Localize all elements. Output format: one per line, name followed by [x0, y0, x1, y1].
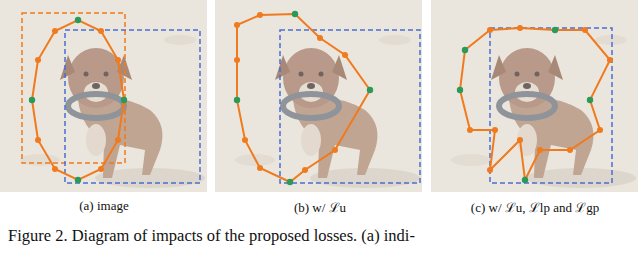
contour	[237, 14, 370, 182]
figure-caption: Figure 2. Diagram of impacts of the prop…	[8, 226, 415, 246]
green-points	[29, 17, 127, 183]
contour	[32, 20, 124, 180]
orange-points	[234, 12, 348, 173]
subfigure-label: (b) w/ ℒu	[294, 198, 346, 216]
orange-points	[35, 28, 121, 172]
green-points	[234, 11, 373, 185]
orange-points	[467, 25, 613, 173]
orange-box	[22, 13, 125, 163]
photo-panel	[431, 0, 638, 192]
blue-box	[280, 30, 420, 183]
subfigure-label: (a) image	[79, 198, 128, 214]
green-points	[457, 27, 593, 183]
photo-panel	[0, 0, 207, 192]
blue-box	[65, 30, 200, 183]
blue-box	[490, 28, 612, 183]
subfigure-label: (c) w/ ℒu, ℒlp and ℒgp	[471, 198, 599, 216]
photo-panel	[215, 0, 422, 192]
contour	[460, 28, 610, 180]
